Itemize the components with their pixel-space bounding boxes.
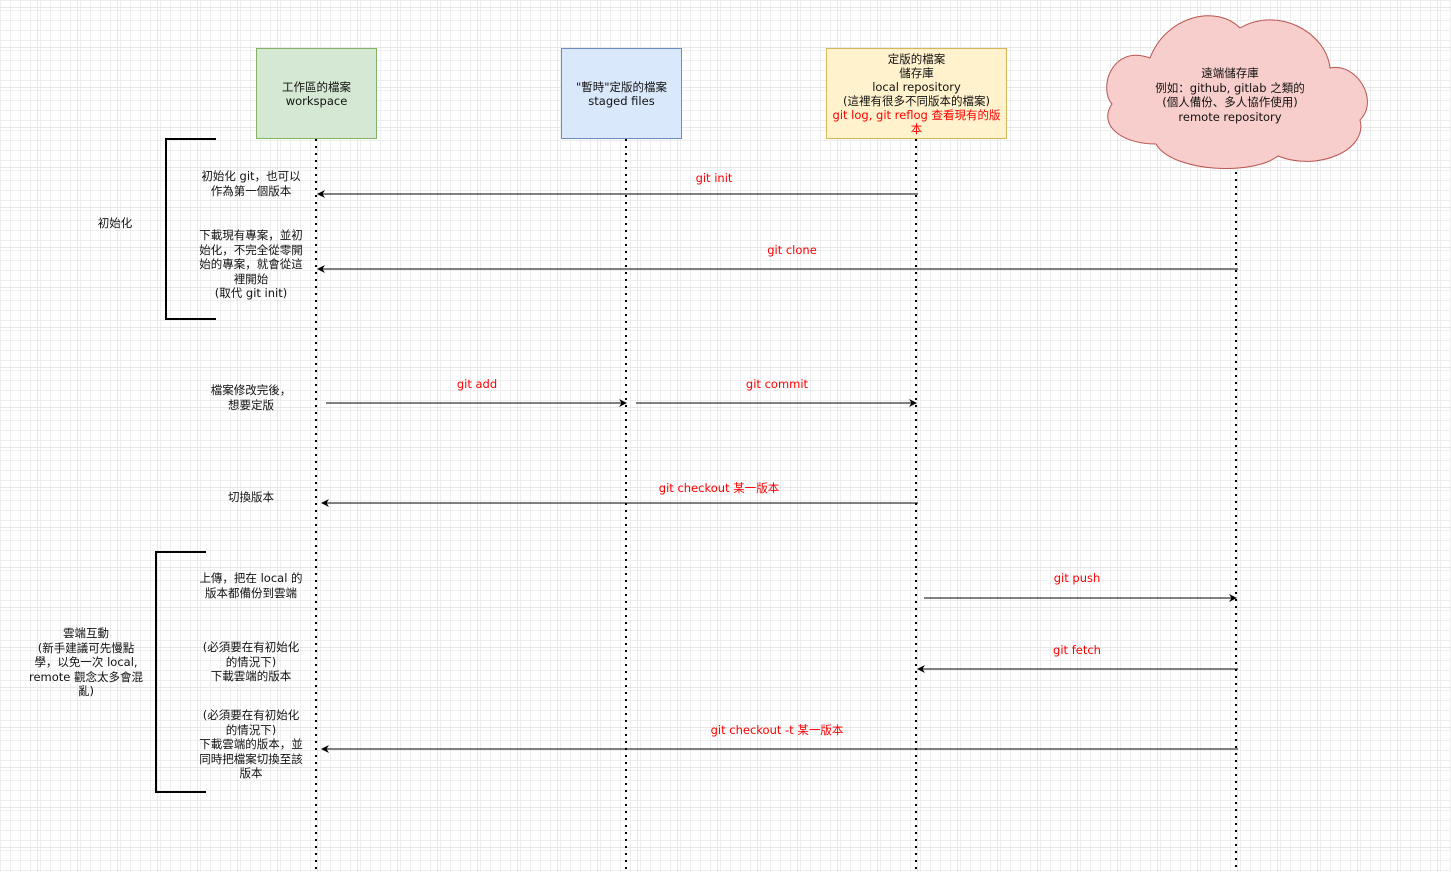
step-text-line: 作為第一個版本 [210, 183, 292, 198]
step-text-line: 裡開始 [233, 271, 269, 286]
message-git-checkout-t[interactable]: git checkout -t 某一版本 [710, 723, 844, 737]
step-checkout-description: 切換版本 [186, 490, 316, 505]
step-text-line: 版本都備份到雲端 [205, 585, 297, 600]
step-text-line: 始的專案，就會從這 [199, 257, 303, 271]
step-text-line: 初始化 git，也可以 [201, 169, 301, 183]
step-commit-description: 檔案修改完後， 想要定版 [186, 383, 316, 412]
cloud-group-line: (新手建議可先慢點 [37, 640, 135, 655]
remote-repository-cloud[interactable] [1106, 15, 1368, 169]
step-text-line: 的情況下) [225, 722, 277, 737]
local-subtitle: local repository [872, 79, 961, 94]
step-clone-description: 下載現有專案，並初 始化，不完全從零開 始的專案，就會從這 裡開始 (取代 gi… [186, 228, 316, 301]
init-group-bracket [165, 138, 216, 320]
step-text-line: 下載雲端的版本 [210, 669, 292, 683]
cloud-group-line: 雲端互動 [63, 626, 109, 640]
workspace-box[interactable]: 工作區的檔案 workspace [256, 48, 377, 139]
step-text-line: 下載現有專案，並初 [199, 228, 303, 242]
local-repository-box[interactable]: 定版的檔案 儲存庫 local repository (這裡有很多不同版本的檔案… [826, 48, 1007, 139]
remote-usage: (個人備份、多人協作使用) [1162, 95, 1298, 109]
step-push-description: 上傳，把在 local 的 版本都備份到雲端 [186, 571, 316, 600]
workspace-title: 工作區的檔案 [282, 79, 351, 94]
step-text-line: (必須要在有初始化 [202, 708, 300, 722]
remote-repository-label: 遠端儲存庫 例如：github, gitlab 之類的 (個人備份、多人協作使用… [1130, 66, 1330, 124]
cloud-group-line: 亂) [78, 684, 94, 698]
step-text-line: 切換版本 [228, 490, 274, 504]
staged-title: "暫時"定版的檔案 [575, 79, 668, 94]
step-text-line: 上傳，把在 local 的 [199, 571, 303, 585]
workspace-subtitle: workspace [285, 93, 348, 108]
message-git-fetch[interactable]: git fetch [1053, 643, 1101, 657]
step-init-description: 初始化 git，也可以 作為第一個版本 [186, 169, 316, 198]
init-group-label: 初始化 [97, 216, 133, 230]
cloud-group-line: remote 觀念太多會混 [28, 669, 144, 684]
step-text-line: (取代 git init) [214, 286, 288, 300]
step-text-line: (必須要在有初始化 [202, 640, 300, 654]
step-fetch-description: (必須要在有初始化 的情況下) 下載雲端的版本 [186, 640, 316, 684]
local-title: 定版的檔案 [887, 51, 946, 66]
local-commands: git log, git reflog 查看現有的版本 [832, 107, 1001, 136]
message-git-init[interactable]: git init [695, 171, 733, 185]
step-text-line: 同時把檔案切換至該 [199, 751, 303, 766]
cloud-group-bracket [155, 551, 206, 793]
local-note: (這裡有很多不同版本的檔案) [843, 93, 990, 108]
message-git-add[interactable]: git add [456, 377, 498, 391]
message-git-clone[interactable]: git clone [767, 243, 817, 257]
cloud-group-label: 雲端互動 (新手建議可先慢點 學，以免一次 local, remote 觀念太多… [22, 626, 150, 699]
local-title-2: 儲存庫 [899, 65, 934, 80]
step-text-line: 下載雲端的版本，並 [199, 737, 303, 751]
message-git-commit[interactable]: git commit [745, 377, 809, 391]
cloud-group-line: 學，以免一次 local, [34, 655, 138, 669]
step-text-line: 始化，不完全從零開 [199, 242, 303, 257]
step-text-line: 的情況下) [225, 654, 277, 669]
message-git-push[interactable]: git push [1053, 571, 1101, 585]
step-checkout-t-description: (必須要在有初始化 的情況下) 下載雲端的版本，並 同時把檔案切換至該 版本 [186, 708, 316, 781]
step-text-line: 想要定版 [228, 397, 274, 412]
remote-subtitle: remote repository [1178, 109, 1282, 124]
step-text-line: 版本 [239, 766, 263, 780]
remote-title: 遠端儲存庫 [1201, 66, 1259, 80]
message-git-checkout[interactable]: git checkout 某一版本 [658, 481, 780, 495]
step-text-line: 檔案修改完後， [210, 383, 292, 397]
remote-example: 例如：github, gitlab 之類的 [1155, 80, 1305, 95]
staged-subtitle: staged files [588, 93, 655, 108]
staged-files-box[interactable]: "暫時"定版的檔案 staged files [561, 48, 682, 139]
